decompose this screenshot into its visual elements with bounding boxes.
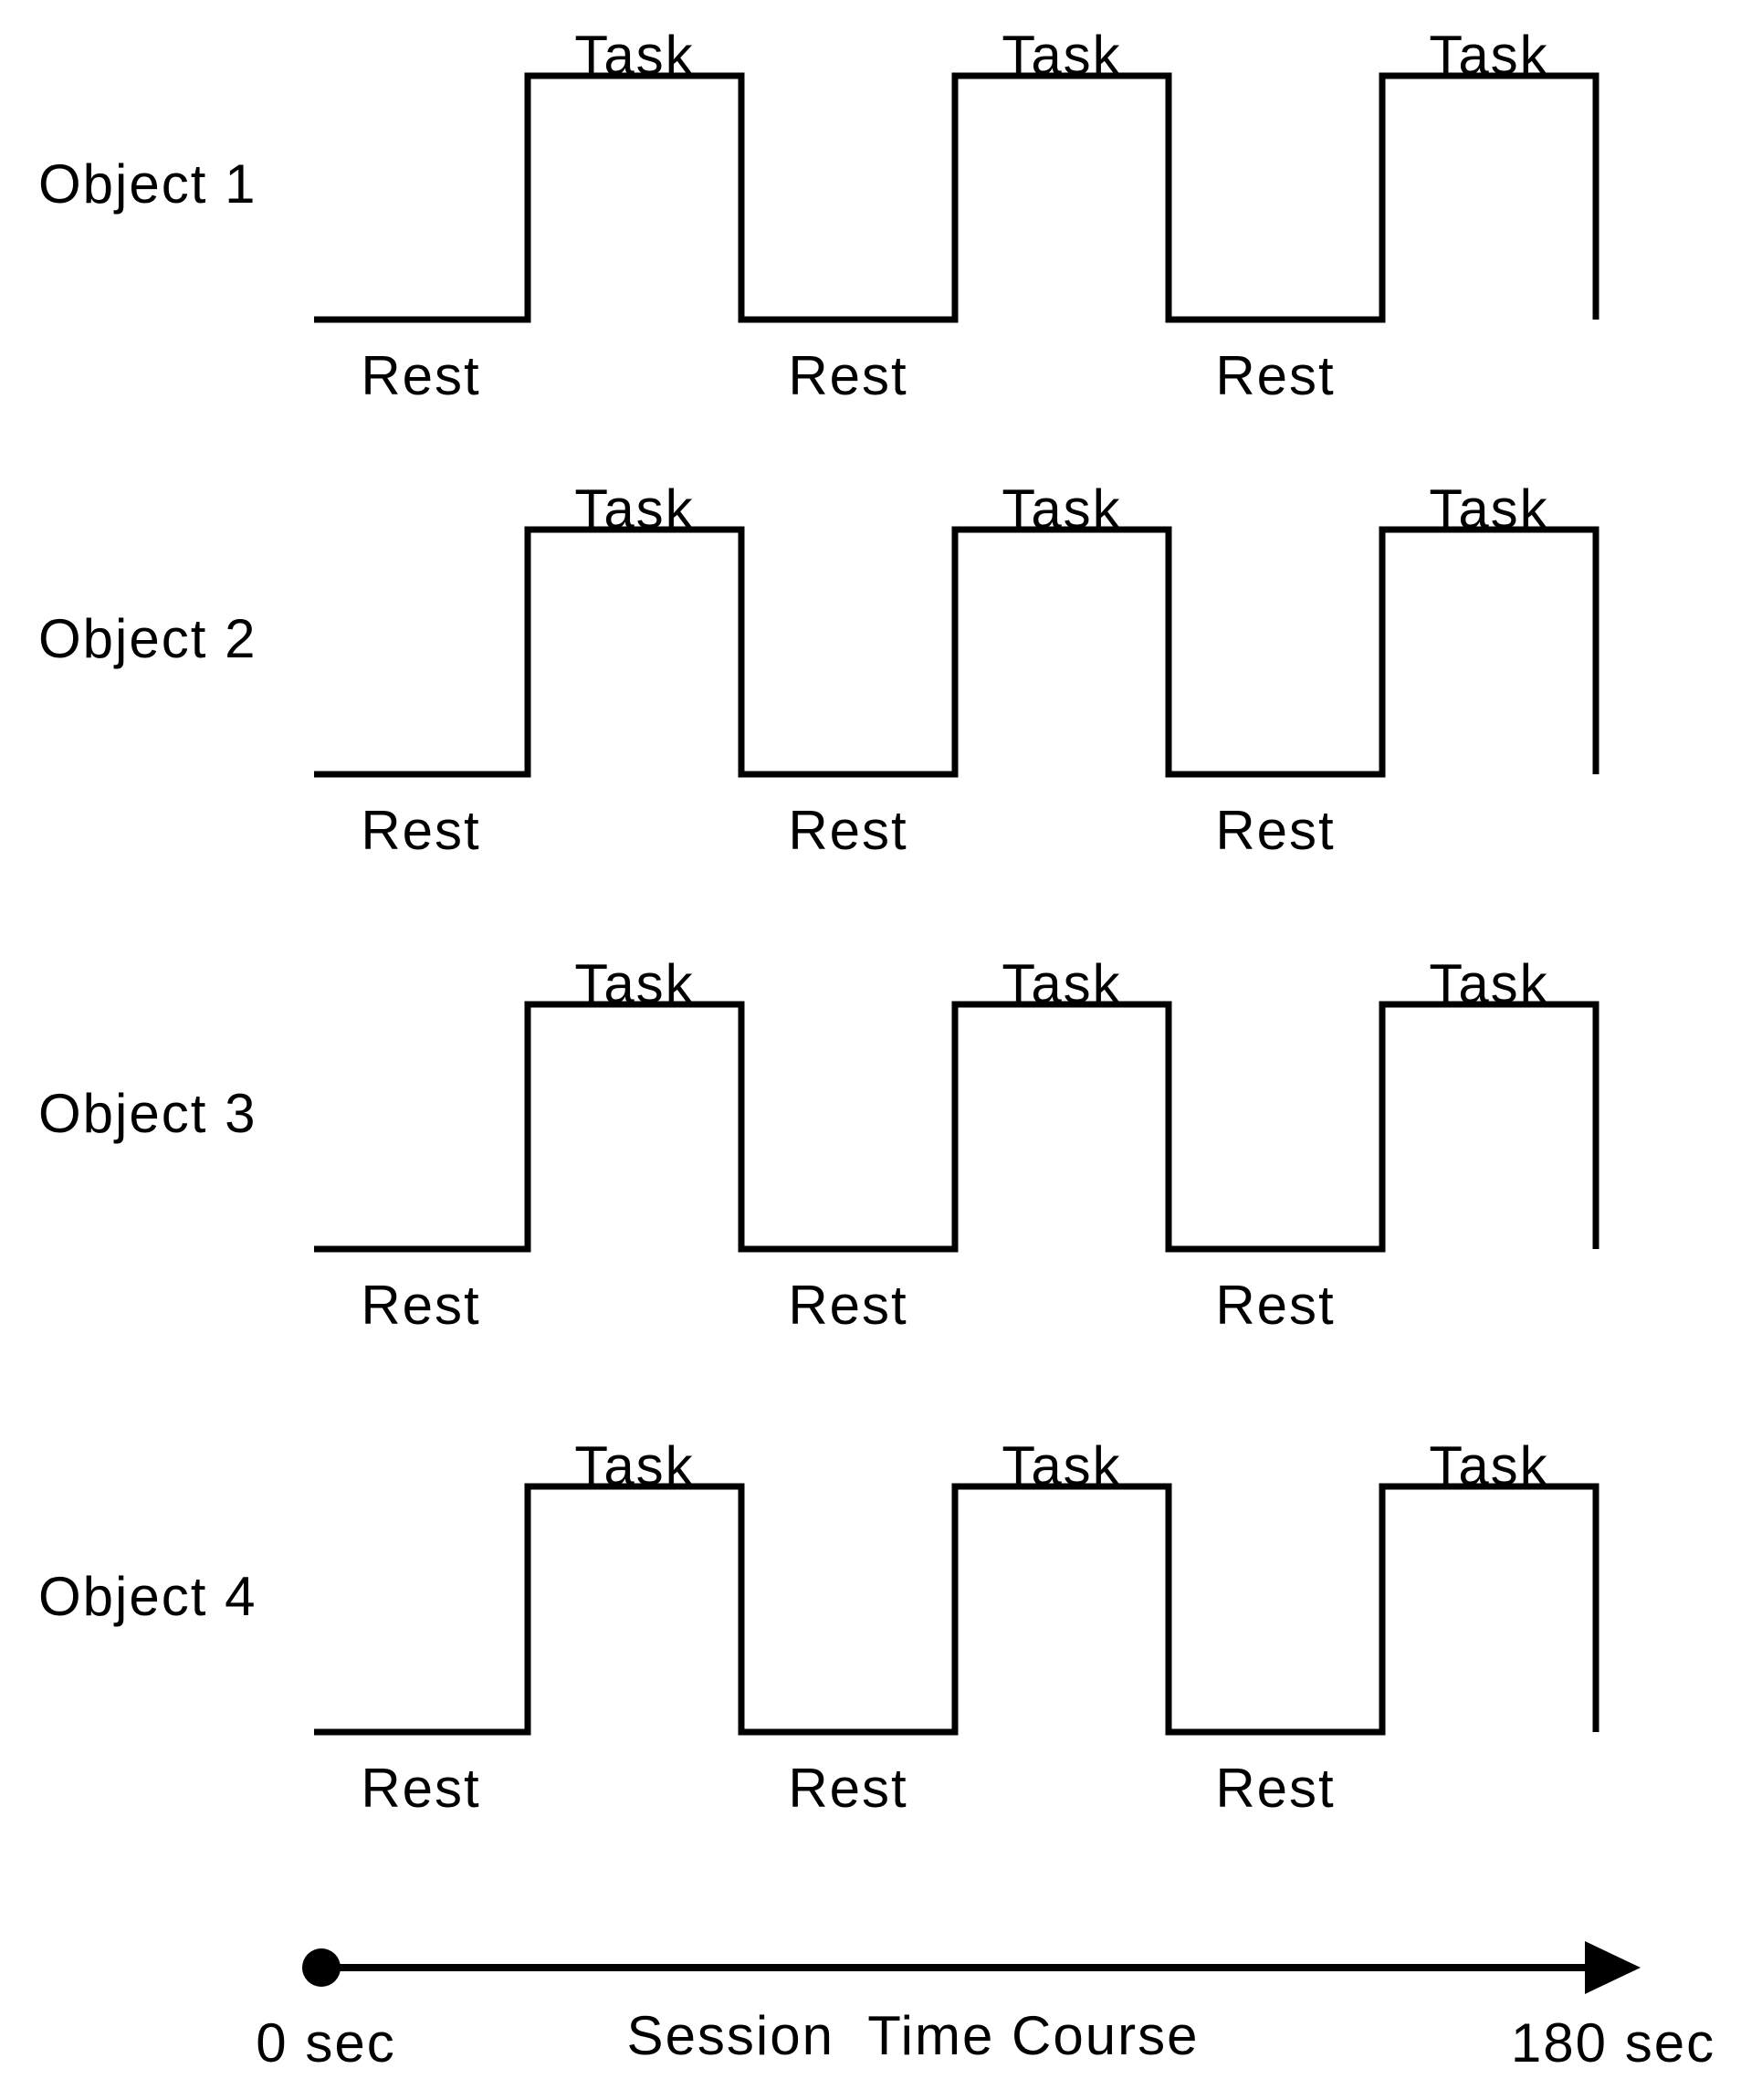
task-label: Task — [1429, 953, 1549, 1014]
rest-label: Rest — [361, 1275, 481, 1336]
rest-label: Rest — [788, 345, 908, 406]
rest-label: Rest — [788, 1275, 908, 1336]
rest-label: Rest — [1215, 345, 1336, 406]
rest-label: Rest — [1215, 1758, 1336, 1819]
axis-end-label: 180 sec — [1510, 2012, 1716, 2074]
task-label: Task — [574, 1435, 695, 1496]
row-label-object-2: Object 2 — [38, 608, 257, 669]
axis-origin-dot — [302, 1948, 341, 1987]
row-label-object-4: Object 4 — [38, 1566, 257, 1627]
waveform-object-2 — [314, 526, 1599, 778]
task-label: Task — [574, 953, 695, 1014]
axis-start-label: 0 sec — [256, 2012, 396, 2074]
task-label: Task — [1429, 1435, 1549, 1496]
task-label: Task — [1002, 25, 1122, 86]
rest-label: Rest — [788, 1758, 908, 1819]
rest-label: Rest — [361, 800, 481, 861]
rest-label: Rest — [361, 345, 481, 406]
waveform-object-3 — [314, 1001, 1599, 1253]
axis-arrowhead — [1585, 1941, 1641, 1994]
rest-label: Rest — [361, 1758, 481, 1819]
rest-label: Rest — [1215, 800, 1336, 861]
axis-title: Session Time Course — [626, 2005, 1200, 2066]
task-label: Task — [1429, 478, 1549, 540]
row-label-object-1: Object 1 — [38, 153, 257, 215]
rest-label: Rest — [788, 800, 908, 861]
task-label: Task — [1002, 478, 1122, 540]
time-axis-arrow — [302, 1941, 1641, 1994]
task-label: Task — [1002, 953, 1122, 1014]
waveform-object-1 — [314, 72, 1599, 323]
task-label: Task — [574, 25, 695, 86]
task-label: Task — [574, 478, 695, 540]
waveform-object-4 — [314, 1483, 1599, 1736]
row-label-object-3: Object 3 — [38, 1083, 257, 1144]
task-label: Task — [1002, 1435, 1122, 1496]
task-label: Task — [1429, 25, 1549, 86]
rest-label: Rest — [1215, 1275, 1336, 1336]
